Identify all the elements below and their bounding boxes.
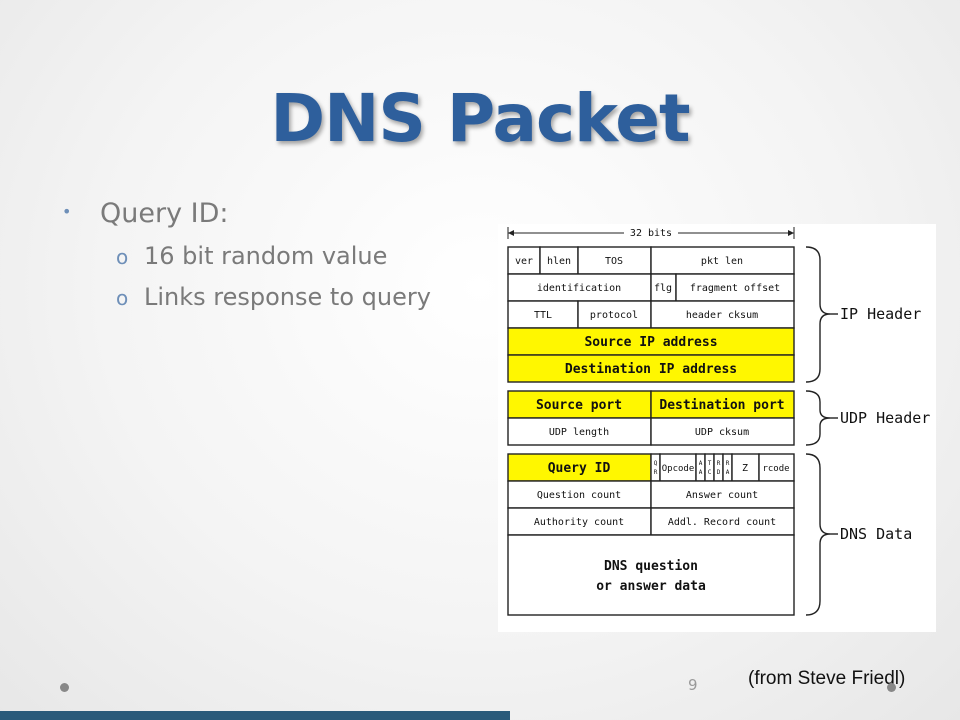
credit-text: (from Steve Friedl): [748, 668, 906, 689]
sub-bullet-item: o Links response to query: [62, 283, 431, 324]
ra-cell: [722, 453, 733, 482]
question-count-label: Question count: [537, 490, 621, 501]
packet-diagram: 32 bits ver hlen TOS pkt len identificat…: [498, 224, 936, 632]
dest-port-cell: [650, 390, 795, 419]
authority-count-cell: [507, 507, 652, 536]
query-id-cell: [507, 453, 652, 482]
dns-data-line1: DNS question: [604, 559, 698, 574]
qr-cell: [650, 453, 661, 482]
pkt-len-label: pkt len: [701, 256, 743, 267]
opcode-label: Opcode: [662, 464, 695, 474]
bullet-list: • Query ID: o 16 bit random value o Link…: [62, 198, 431, 324]
rcode-cell: [758, 453, 795, 482]
qr-label-top: Q: [654, 460, 658, 467]
opcode-cell: [659, 453, 697, 482]
footer-dot-icon: [60, 683, 69, 692]
dns-data-label: DNS Data: [840, 525, 912, 543]
aa-cell: [695, 453, 706, 482]
bit-width-label: 32 bits: [630, 228, 672, 239]
bit-width-ruler: 32 bits: [507, 225, 795, 240]
ra-label-bottom: A: [726, 469, 730, 476]
circle-bullet-icon: o: [116, 245, 129, 269]
identification-label: identification: [537, 283, 621, 294]
rd-cell: [713, 453, 724, 482]
header-cksum-cell: [650, 300, 795, 329]
circle-bullet-icon: o: [116, 286, 129, 310]
tos-label: TOS: [605, 256, 623, 267]
z-label: Z: [742, 463, 748, 474]
udp-header-brace: UDP Header: [805, 390, 930, 446]
udp-cksum-label: UDP cksum: [695, 427, 749, 438]
ip-header-brace: IP Header: [805, 246, 921, 383]
udp-length-label: UDP length: [549, 427, 609, 438]
dest-ip-label: Destination IP address: [565, 362, 737, 377]
dest-port-label: Destination port: [659, 398, 784, 413]
dns-data-line2: or answer data: [596, 579, 706, 594]
tc-label-bottom: C: [708, 469, 712, 476]
dns-data-brace: DNS Data: [805, 453, 912, 616]
hlen-label: hlen: [547, 256, 571, 267]
udp-header-block: Source port Destination port UDP length …: [507, 390, 795, 446]
aa-label-bottom: A: [699, 469, 703, 476]
ttl-label: TTL: [534, 310, 552, 321]
rd-label-top: R: [717, 460, 721, 467]
answer-count-label: Answer count: [686, 490, 758, 501]
source-port-label: Source port: [536, 398, 622, 413]
ver-cell: [507, 246, 541, 275]
aa-label-top: A: [699, 460, 703, 467]
rd-label-bottom: D: [717, 469, 721, 476]
tc-label-top: T: [708, 460, 712, 467]
tc-cell: [704, 453, 715, 482]
z-cell: [731, 453, 760, 482]
qr-label-bottom: R: [654, 469, 658, 476]
dest-ip-cell: [507, 354, 795, 383]
addl-count-label: Addl. Record count: [668, 517, 776, 528]
protocol-label: protocol: [590, 310, 638, 321]
header-cksum-label: header cksum: [686, 310, 758, 321]
ttl-cell: [507, 300, 579, 329]
sub-bullet-item: o 16 bit random value: [62, 242, 431, 283]
sub-bullet-text: 16 bit random value: [144, 242, 388, 270]
bullet-text: Query ID:: [100, 198, 229, 229]
udp-header-label: UDP Header: [840, 409, 930, 427]
query-id-label: Query ID: [548, 461, 611, 476]
answer-count-cell: [650, 480, 795, 509]
dns-data-cell: [507, 534, 795, 616]
ver-label: ver: [515, 256, 533, 267]
dns-data-block: Query ID Q R Opcode A A T C R D R A Z rc…: [507, 453, 795, 616]
sub-bullet-text: Links response to query: [144, 283, 431, 311]
bullet-item: • Query ID:: [62, 198, 431, 242]
slide-title: DNS Packet: [270, 80, 690, 157]
ip-header-block: ver hlen TOS pkt len identification flg …: [507, 246, 795, 383]
ra-label-top: R: [726, 460, 730, 467]
udp-cksum-cell: [650, 417, 795, 446]
packet-diagram-svg: 32 bits ver hlen TOS pkt len identificat…: [507, 225, 930, 616]
page-number: 9: [688, 676, 698, 694]
flg-label: flg: [654, 283, 672, 294]
source-ip-label: Source IP address: [584, 335, 717, 350]
rcode-label: rcode: [762, 464, 789, 474]
fragment-offset-label: fragment offset: [690, 283, 780, 294]
bullet-dot-icon: •: [62, 202, 72, 221]
footer-bar: [0, 711, 510, 720]
footer-dot-icon: [887, 683, 896, 692]
authority-count-label: Authority count: [534, 517, 624, 528]
ip-header-label: IP Header: [840, 305, 921, 323]
